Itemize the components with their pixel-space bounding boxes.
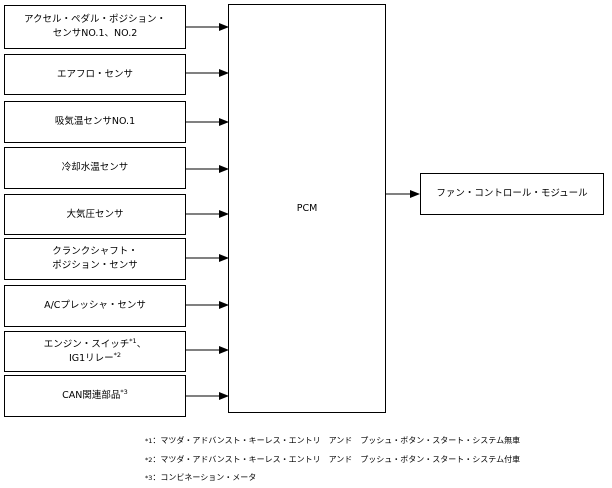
input-crankshaft-position-sensor: クランクシャフト・ ポジション・センサ: [4, 238, 186, 280]
input-label-line1: アクセル・ペダル・ポジション・: [23, 14, 167, 25]
input-coolant-temp-sensor: 冷却水温センサ: [4, 147, 186, 189]
input-label-line1: エンジン・スイッチ*1、: [43, 336, 147, 352]
input-label-text: エンジン・スイッチ: [43, 338, 130, 350]
footnote-1: *1：マツダ・アドバンスト・キーレス・エントリ アンド プッシュ・ボタン・スター…: [145, 436, 520, 446]
footnote-ref-1: *1: [129, 336, 137, 345]
footnote-mark: *2: [145, 456, 153, 464]
input-engine-switch-ig1-relay: エンジン・スイッチ*1、 IG1リレー*2: [4, 331, 186, 372]
input-label: 大気圧センサ: [66, 208, 124, 220]
input-accelerator-pedal-position-sensor: アクセル・ペダル・ポジション・ センサNO.1、NO.2: [4, 5, 186, 49]
input-airflow-sensor: エアフロ・センサ: [4, 54, 186, 95]
footnote-3: *3：コンビネーション・メータ: [145, 473, 256, 483]
footnote-ref-2: *2: [113, 350, 122, 359]
input-label-tail: 、: [136, 338, 147, 350]
output-fan-control-module: ファン・コントロール・モジュール: [420, 173, 604, 215]
input-label: CAN関連部品*3: [62, 389, 128, 403]
input-label-text: CAN関連部品: [62, 390, 121, 401]
input-label-text: IG1リレー: [68, 352, 114, 364]
input-label: エアフロ・センサ: [56, 68, 133, 80]
footnote-text: ：コンビネーション・メータ: [152, 473, 257, 482]
pcm-block: PCM: [228, 4, 386, 413]
input-intake-air-temp-sensor: 吸気温センサNO.1: [4, 101, 186, 143]
input-label-line2: センサNO.1、NO.2: [52, 28, 138, 39]
pcm-label: PCM: [296, 202, 318, 214]
footnote-mark: *3: [145, 474, 153, 482]
footnote-ref-3: *3: [120, 387, 128, 396]
footnote-text: ：マツダ・アドバンスト・キーレス・エントリ アンド プッシュ・ボタン・スタート・…: [152, 436, 521, 445]
input-label: A/Cプレッシャ・センサ: [44, 300, 146, 311]
input-can-related-parts: CAN関連部品*3: [4, 375, 186, 417]
input-label-line2: IG1リレー*2: [44, 350, 146, 366]
input-ac-pressure-sensor: A/Cプレッシャ・センサ: [4, 285, 186, 327]
footnote-2: *2：マツダ・アドバンスト・キーレス・エントリ アンド プッシュ・ボタン・スター…: [145, 455, 520, 465]
input-label-line2: ポジション・センサ: [52, 260, 138, 271]
footnote-text: ：マツダ・アドバンスト・キーレス・エントリ アンド プッシュ・ボタン・スタート・…: [152, 455, 521, 464]
input-barometric-pressure-sensor: 大気圧センサ: [4, 194, 186, 235]
output-label: ファン・コントロール・モジュール: [436, 188, 588, 199]
footnote-mark: *1: [145, 437, 153, 445]
input-label-line1: クランクシャフト・: [52, 246, 138, 257]
input-label: 吸気温センサNO.1: [54, 116, 136, 127]
input-label: 冷却水温センサ: [61, 162, 129, 173]
